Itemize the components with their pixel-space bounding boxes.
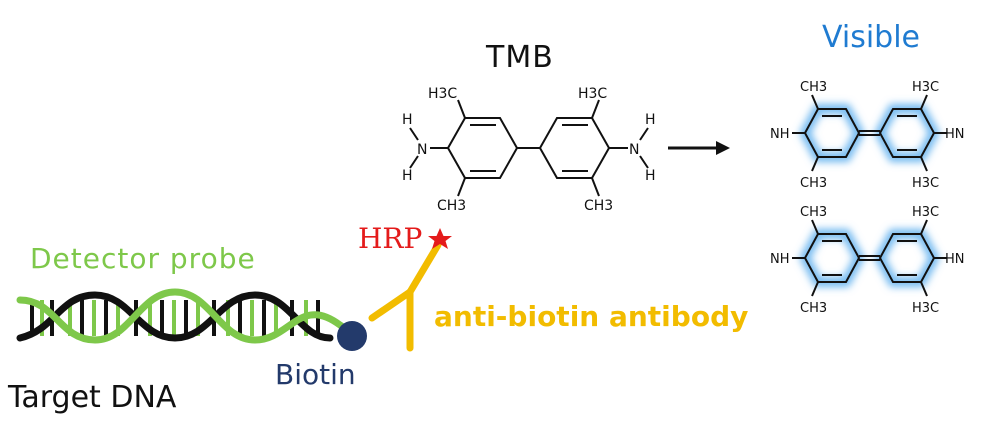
tmb-atom-labels: H3C CH3 H3C CH3 N N H H H H xyxy=(402,86,656,214)
tmb-molecule xyxy=(409,99,649,197)
target-dna-label: Target DNA xyxy=(8,380,177,415)
tmb-label: TMB xyxy=(486,40,554,75)
oxidized-tmb-atom-label: HN xyxy=(945,127,965,142)
tmb-methyl-label: CH3 xyxy=(584,198,613,214)
tmb-nitrogen-label: N xyxy=(629,142,639,158)
oxidized-tmb-atom-label: NH xyxy=(770,127,790,142)
oxidized-tmb-atom-label: H3C xyxy=(912,301,939,316)
tmb-hydrogen-label: H xyxy=(402,112,413,128)
oxidized-tmb-atom-label: H3C xyxy=(912,205,939,220)
tmb-hydrogen-label: H xyxy=(645,168,656,184)
biotin-label: Biotin xyxy=(275,358,356,391)
anti-biotin-antibody-label: anti-biotin antibody xyxy=(434,300,749,333)
visible-label: Visible xyxy=(822,20,920,55)
dna-helix xyxy=(16,288,354,344)
tmb-methyl-label: H3C xyxy=(428,86,457,102)
right-arrow-icon xyxy=(668,141,730,155)
oxidized-tmb-atom-label: CH3 xyxy=(800,301,827,316)
hrp-label: HRP xyxy=(358,222,423,255)
oxidized-tmb-atom-label: H3C xyxy=(912,176,939,191)
detector-probe-label: Detector probe xyxy=(30,242,256,275)
biotin-icon xyxy=(337,321,367,351)
oxidized-tmb-atom-label: CH3 xyxy=(800,80,827,95)
target-dna-strand xyxy=(16,291,334,342)
detector-probe-strand xyxy=(16,288,354,344)
tmb-hydrogen-label: H xyxy=(645,112,656,128)
oxidized-tmb-atom-label: CH3 xyxy=(800,176,827,191)
antibody-icon xyxy=(368,241,442,352)
tmb-methyl-label: CH3 xyxy=(437,198,466,214)
hrp-star-icon xyxy=(428,228,452,249)
oxidized-tmb-atom-label: CH3 xyxy=(800,205,827,220)
oxidized-tmb-atom-label: HN xyxy=(945,252,965,267)
tmb-methyl-label: H3C xyxy=(578,86,607,102)
tmb-hydrogen-label: H xyxy=(402,168,413,184)
oxidized-tmb-atom-label: NH xyxy=(770,252,790,267)
tmb-nitrogen-label: N xyxy=(417,142,427,158)
oxidized-tmb-atom-label: H3C xyxy=(912,80,939,95)
